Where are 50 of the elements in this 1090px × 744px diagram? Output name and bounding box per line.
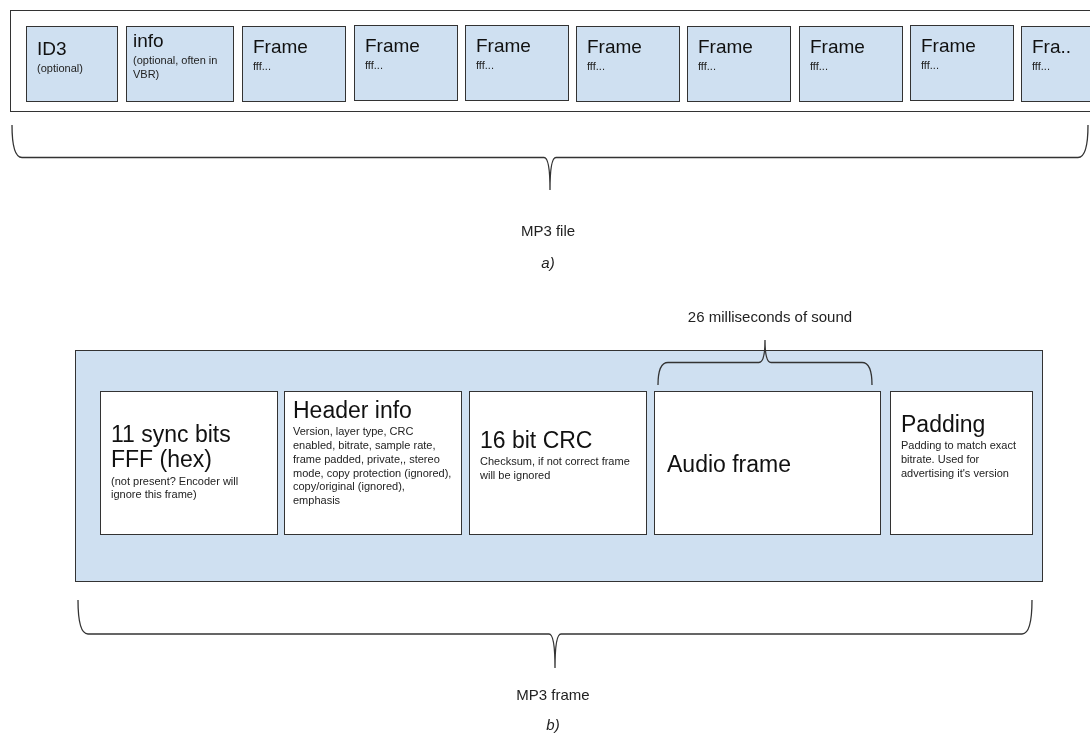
block-title: Frame — [476, 36, 532, 57]
block-title: Frame — [365, 36, 421, 57]
panel-letter: a) — [541, 254, 555, 271]
block-title: Frame — [698, 37, 754, 58]
frame-field-box — [890, 391, 1033, 535]
block-title: Frame — [587, 37, 643, 58]
block-title: Frame — [253, 37, 309, 58]
file-block — [26, 26, 118, 102]
block-description: Version, layer type, CRC enabled, bitrate, sample rate, frame padded, private,, stereo mode, copy protection (ignored), copy/original (ignored), emphasis — [293, 425, 453, 508]
file-block — [354, 25, 458, 101]
file-block — [687, 26, 791, 102]
block-description: fff... — [698, 59, 717, 74]
block-title: 11 sync bits FFF (hex) — [111, 422, 232, 473]
block-title: Padding — [901, 412, 987, 438]
file-container — [10, 10, 1090, 112]
block-title: info — [133, 31, 165, 52]
block-description: Checksum, if not correct frame will be ignored — [480, 455, 631, 483]
frame-container — [75, 350, 1043, 582]
file-block — [465, 25, 569, 101]
bracket-label: MP3 frame — [516, 686, 590, 703]
block-title: Fra.. — [1032, 37, 1073, 58]
bracket-label: MP3 file — [520, 222, 576, 239]
block-description: (optional) — [37, 61, 84, 76]
block-description: fff... — [587, 59, 606, 74]
bracket-label: 26 milliseconds of sound — [687, 308, 853, 325]
block-description: fff... — [365, 58, 384, 73]
block-title: Header info — [293, 398, 413, 424]
block-title: Audio frame — [667, 452, 792, 478]
block-description: Padding to match exact bitrate. Used for advertising it's version — [901, 439, 1017, 481]
frame-field-box — [469, 391, 647, 535]
file-block — [576, 26, 680, 102]
block-title: Frame — [921, 36, 977, 57]
block-description: (optional, often in VBR) — [133, 53, 219, 82]
file-block — [126, 26, 234, 102]
file-block — [910, 25, 1014, 101]
block-description: fff... — [810, 59, 829, 74]
frame-field-box — [284, 391, 462, 535]
block-title: Frame — [810, 37, 866, 58]
block-description: (not present? Encoder will ignore this frame) — [111, 474, 240, 503]
block-description: fff... — [253, 59, 272, 74]
block-description: fff... — [921, 58, 940, 73]
frame-field-box — [100, 391, 278, 535]
frame-field-box — [654, 391, 881, 535]
file-block — [799, 26, 903, 102]
block-description: fff... — [1032, 59, 1051, 74]
block-title: 16 bit CRC — [480, 428, 594, 454]
file-block — [242, 26, 346, 102]
block-description: fff... — [476, 58, 495, 73]
block-title: ID3 — [37, 39, 68, 60]
panel-letter: b) — [546, 716, 560, 733]
